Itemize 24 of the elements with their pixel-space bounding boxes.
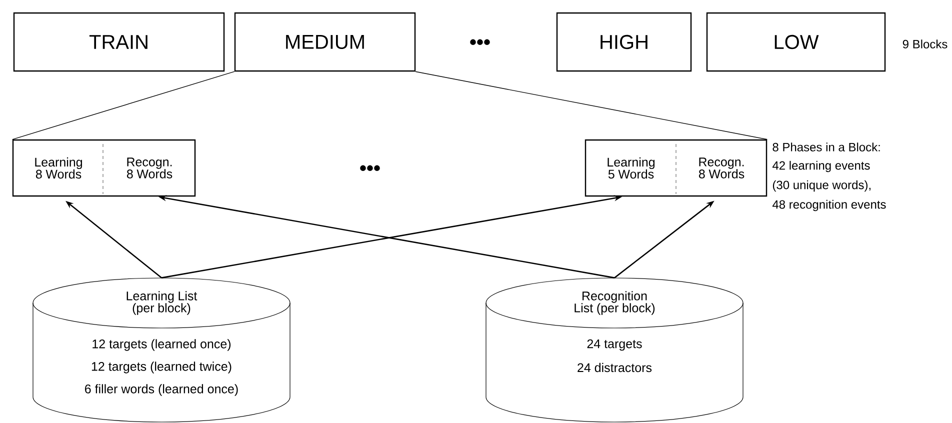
label: 42 learning events: [772, 160, 870, 172]
list-item: 12 targets (learned once): [92, 339, 231, 351]
list-item: 24 distractors: [578, 362, 652, 372]
ellipsis: •••: [470, 39, 490, 46]
phase-cell: Learning 8 Words: [35, 157, 82, 179]
block-box: MEDIUM: [234, 12, 416, 72]
zoom-line: [12, 71, 235, 140]
list-item: 6 filler words (learned once): [85, 384, 238, 396]
ellipsis: •••: [360, 165, 380, 172]
phase-box: [584, 139, 768, 197]
list-item: 24 targets: [587, 339, 642, 351]
annotation-text: 9 Blocks: [902, 40, 948, 48]
phase-cell: Recogn. 8 Words: [698, 158, 744, 178]
label: 8 Phases in a Block:: [772, 142, 880, 152]
phase-cell: Learning 5 Words: [608, 157, 655, 179]
phase-box: [12, 139, 196, 197]
phase-cell: Recogn. 8 Words: [126, 158, 172, 178]
list-item: 12 targets (learned twice): [92, 362, 232, 374]
label: (30 unique words),: [772, 180, 870, 192]
label: 48 recognition events: [772, 200, 886, 212]
block-box: TRAIN: [13, 12, 225, 72]
zoom-line: [415, 71, 768, 140]
block-box: LOW: [706, 12, 886, 72]
block-box: HIGH: [556, 12, 692, 72]
